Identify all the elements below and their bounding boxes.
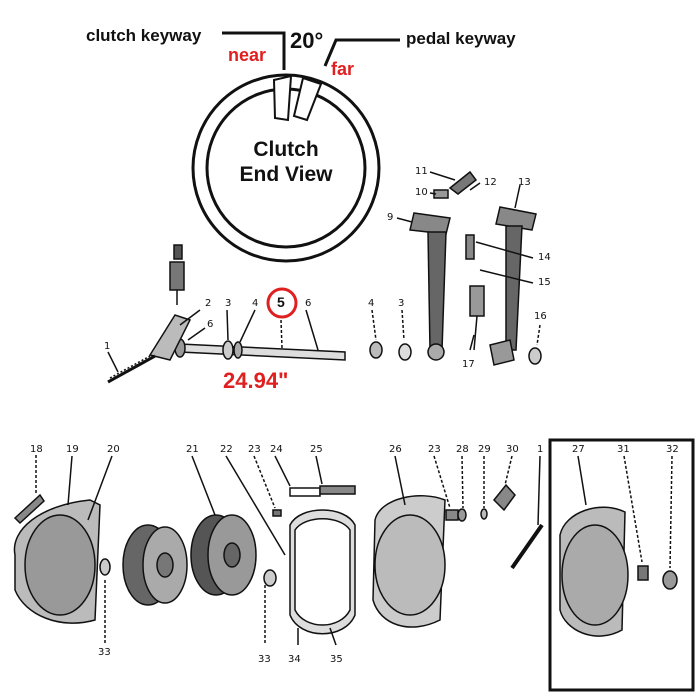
part-number-20: 20 xyxy=(107,444,120,455)
part-number-11: 11 xyxy=(415,166,428,177)
part-number-12: 12 xyxy=(484,177,497,188)
pedal-keyway-leader xyxy=(323,38,400,67)
pedal-keyway-label: pedal keyway xyxy=(406,29,516,48)
part-number-21: 21 xyxy=(186,444,199,455)
part-number-17: 17 xyxy=(462,359,475,370)
part-number-30: 30 xyxy=(506,444,519,455)
part-number-33-right: 33 xyxy=(258,654,271,665)
part-number-4-washer: 4 xyxy=(368,298,375,309)
pedal-assembly xyxy=(396,170,542,366)
part-number-23: 23 xyxy=(248,444,261,455)
part-number-29: 29 xyxy=(478,444,491,455)
part-number-3: 3 xyxy=(225,298,232,309)
far-label: far xyxy=(331,59,355,79)
clutch-shaft-assembly xyxy=(107,244,412,384)
part-number-33-left: 33 xyxy=(98,647,111,658)
keyway-angle-label: 20° xyxy=(290,28,324,53)
clutch-end-view xyxy=(191,31,400,263)
part-number-27: 27 xyxy=(572,444,585,455)
detail-box xyxy=(548,438,695,692)
part-number-23-right: 23 xyxy=(428,444,441,455)
part-number-25: 25 xyxy=(310,444,323,455)
clutch-title-line2: End View xyxy=(239,163,333,187)
clutch-keyway-label: clutch keyway xyxy=(86,26,202,45)
part-number-4: 4 xyxy=(252,298,259,309)
part-number-16: 16 xyxy=(534,311,547,322)
clutch-keyway-leader xyxy=(222,31,286,70)
highlighted-part-number: 5 xyxy=(277,294,285,310)
part-number-31: 31 xyxy=(617,444,630,455)
part-number-32: 32 xyxy=(666,444,679,455)
part-5-highlight xyxy=(266,287,298,319)
part-number-2: 2 xyxy=(205,298,212,309)
part-number-6-lever: 6 xyxy=(207,319,214,330)
clutch-keyway-key xyxy=(272,74,293,122)
part-number-24: 24 xyxy=(270,444,283,455)
brake-assembly xyxy=(13,455,544,646)
part-number-10: 10 xyxy=(415,187,428,198)
clutch-title-line1: Clutch xyxy=(253,138,319,161)
part-number-19: 19 xyxy=(66,444,79,455)
clutch-outer-ring xyxy=(191,73,381,263)
part-number-6: 6 xyxy=(305,298,312,309)
part-number-28: 28 xyxy=(456,444,469,455)
part-number-18: 18 xyxy=(30,444,43,455)
part-number-1: 1 xyxy=(104,341,111,352)
near-label: near xyxy=(228,45,267,65)
part-number-3-washer: 3 xyxy=(398,298,405,309)
part-number-34: 34 xyxy=(288,654,301,665)
part-number-26: 26 xyxy=(389,444,402,455)
pedal-keyway-key xyxy=(292,76,323,122)
part-number-15: 15 xyxy=(538,277,551,288)
part-number-14: 14 xyxy=(538,252,551,263)
part-number-1-spring: 1 xyxy=(537,444,544,455)
detail-box-parts xyxy=(559,455,678,637)
part-number-9: 9 xyxy=(387,212,394,223)
part-number-35: 35 xyxy=(330,654,343,665)
part-number-13: 13 xyxy=(518,177,531,188)
clutch-end-view-title: Clutch End View xyxy=(216,137,356,187)
shaft-length-dimension: 24.94" xyxy=(223,368,289,393)
part-number-22: 22 xyxy=(220,444,233,455)
